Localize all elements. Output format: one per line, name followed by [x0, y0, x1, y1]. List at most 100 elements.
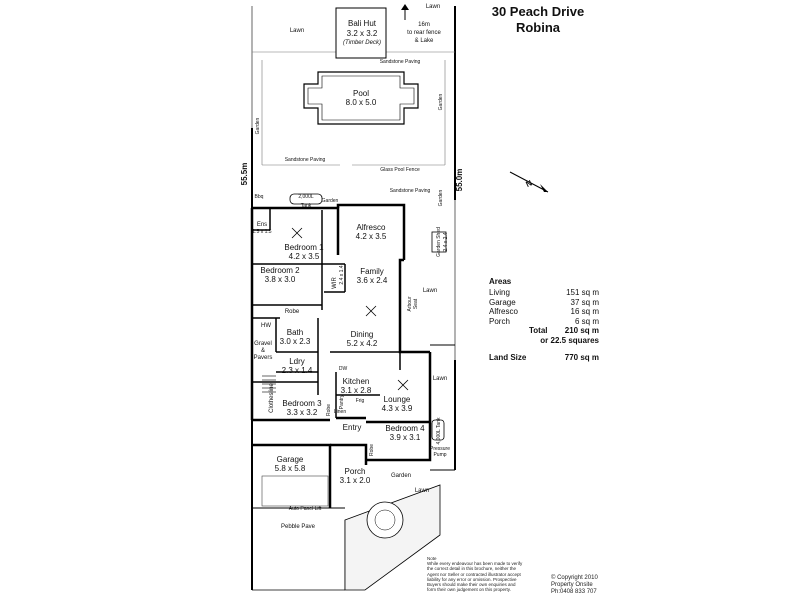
areas-heading: Areas	[489, 277, 512, 286]
rear-arrow-head	[401, 4, 409, 10]
robe-label: Robe	[285, 309, 300, 315]
bath-label: Bath	[287, 328, 303, 337]
areas-table: Areas Living 151 sq m Garage 37 sq m Alf…	[489, 277, 599, 362]
auto-panel-lift-label: Auto Panel Lift	[289, 506, 322, 512]
areas-row-label: Garage	[489, 297, 516, 307]
areas-row: Porch 6 sq m	[489, 317, 599, 327]
steps	[262, 375, 276, 393]
address-line1: 30 Peach Drive	[491, 4, 585, 19]
lawn-right-label: Lawn	[423, 288, 437, 294]
garden-shed-label: Garden Shed	[436, 227, 442, 257]
garage-car-space	[261, 475, 329, 507]
bedroom4-dim: 3.9 x 3.1	[390, 433, 421, 442]
ldry-dim: 2.3 x 1.4	[282, 366, 313, 375]
company-name: Property Onsite	[551, 582, 593, 588]
dining-label: Dining	[351, 330, 374, 339]
bali-hut-outline	[335, 7, 387, 59]
lawn-top-label: Lawn	[290, 28, 304, 34]
wir-dim: 2.4 x 1.4	[339, 265, 345, 284]
boundary-right-label: 55.0m	[455, 169, 464, 192]
sandstone-paving-3: Sandstone Paving	[390, 188, 431, 194]
note-body: While every endeavour has been made to v…	[427, 561, 523, 593]
sandstone-paving-2: Sandstone Paving	[285, 157, 326, 163]
areas-row-value: 37 sq m	[570, 297, 599, 307]
robe4-label: Robe	[369, 444, 375, 456]
bedroom3-label: Bedroom 3	[282, 399, 322, 408]
entry-label: Entry	[343, 423, 362, 432]
garden-shed-shape	[431, 231, 447, 253]
pantry-label: Pantry	[339, 394, 345, 409]
garden-right-label: Garden	[438, 93, 444, 110]
areas-total-label: Total	[529, 326, 548, 335]
pool-label: Pool	[353, 89, 369, 98]
gravel-pavers: Pavers	[254, 355, 273, 361]
lawn-right2-label: Lawn	[433, 376, 447, 382]
pressure-pump-label2: Pump	[433, 452, 446, 458]
robe3-label: Robe	[326, 404, 332, 416]
arbour-sub: Seat	[413, 298, 419, 309]
sandstone-paving-1: Sandstone Paving	[380, 59, 421, 65]
areas-row: Garage 37 sq m	[489, 298, 599, 308]
garage-dim: 5.8 x 5.8	[275, 464, 306, 473]
garden-right2-label: Garden	[438, 189, 444, 206]
lounge-label: Lounge	[384, 395, 411, 404]
garden-left-label: Garden	[255, 117, 261, 134]
gravel-label: Gravel	[254, 341, 272, 347]
copyright-block: © Copyright 2010 Property Onsite Ph:0408…	[551, 575, 621, 596]
porch-label: Porch	[345, 467, 366, 476]
garden-shed-dim: 2.4 x 2.4	[443, 232, 449, 251]
compass-arrow	[540, 184, 548, 192]
areas-row-label: Alfresco	[489, 307, 518, 316]
company-phone: Ph:0408 833 707	[551, 589, 597, 595]
areas-row-value: 6 sq m	[574, 316, 599, 326]
dining-dim: 5.2 x 4.2	[347, 339, 378, 348]
ldry-label: Ldry	[289, 357, 305, 366]
tank-2000-shape	[289, 193, 323, 205]
disclaimer-note: Note While every endeavour has been made…	[427, 556, 525, 592]
family-dim: 3.6 x 2.4	[357, 276, 388, 285]
garage-label: Garage	[277, 455, 304, 464]
areas-total: Total 210 sq m	[489, 326, 599, 336]
ens-dim: 1.5 x 1.5	[252, 229, 271, 235]
pool-outline	[303, 71, 419, 125]
lawn-top-right-label: Lawn	[426, 4, 440, 10]
linen-label: Linen	[334, 409, 346, 415]
tank-2000-label: 2,000L	[298, 194, 314, 200]
bedroom1-dim: 4.2 x 3.5	[289, 252, 320, 261]
areas-total-value: 210 sq m	[564, 326, 599, 335]
dw-label: DW	[339, 366, 348, 372]
land-size-value: 770 sq m	[564, 353, 599, 362]
land-size: Land Size 770 sq m	[489, 353, 599, 362]
tank-4000-shape	[431, 419, 445, 441]
areas-row: Living 151 sq m	[489, 288, 599, 298]
bedroom2-dim: 3.8 x 3.0	[265, 275, 296, 284]
areas-row-value: 151 sq m	[566, 288, 599, 297]
bedroom4-label: Bedroom 4	[385, 424, 425, 433]
lawn-front-label: Lawn	[415, 488, 429, 494]
pool-inner	[307, 75, 415, 121]
front-feature-inner	[374, 509, 396, 531]
clothesline-label: Clothesline	[269, 382, 275, 412]
porch-dim: 3.1 x 2.0	[340, 476, 371, 485]
family-label: Family	[360, 267, 384, 276]
pebble-pave-label: Pebble Pave	[281, 524, 316, 530]
front-garden-bed	[344, 484, 441, 591]
bbq-label: Bbq	[255, 194, 264, 200]
areas-squares: or 22.5 squares	[540, 335, 599, 345]
rear-note-3: & Lake	[415, 38, 434, 44]
rear-note-1: 16m	[418, 22, 430, 28]
tank-4000-label: 4,000L Tank	[436, 417, 442, 444]
glass-pool-fence-label: Glass Pool Fence	[380, 167, 420, 173]
compass-line	[509, 171, 549, 193]
alfresco-label: Alfresco	[357, 223, 386, 232]
ens-label: Ens	[257, 222, 267, 228]
alfresco-dim: 4.2 x 3.5	[356, 232, 387, 241]
arbour-label: Arbour	[407, 296, 413, 311]
wir-label: WIR	[332, 277, 338, 289]
rear-note-2: to rear fence	[407, 30, 441, 36]
areas-row-label: Living	[489, 288, 510, 297]
ceiling-fans	[291, 227, 409, 391]
compass-n-label: N	[524, 178, 533, 189]
bali-hut-dim: 3.2 x 3.2	[347, 29, 378, 38]
